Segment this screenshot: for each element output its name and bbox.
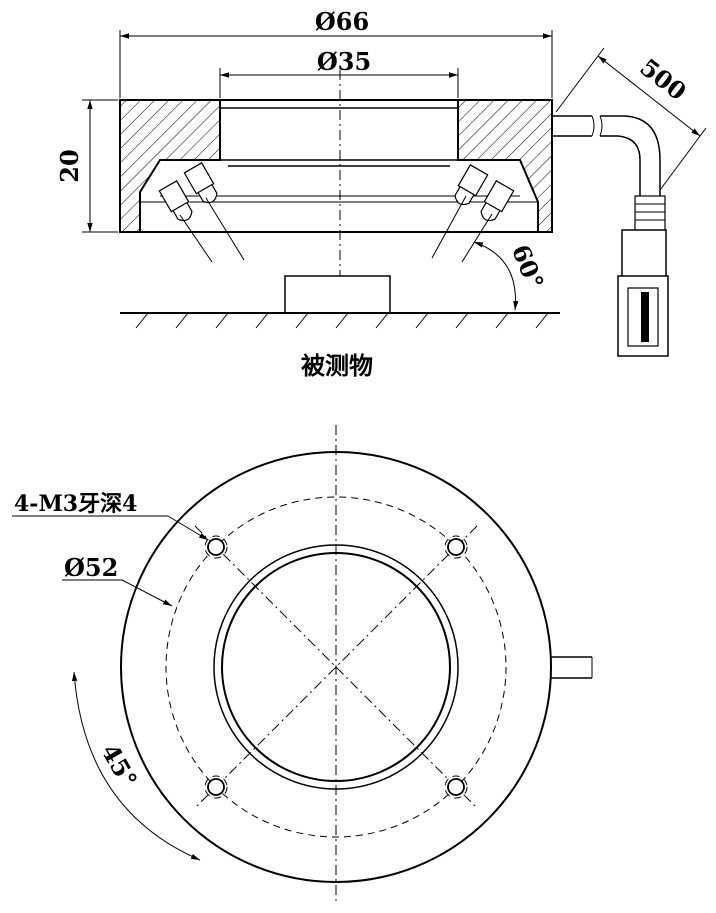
thread-spec: 4-M3牙深4 — [14, 491, 137, 517]
mount-hole-bl — [204, 775, 228, 799]
body-outline — [119, 99, 553, 233]
led-left — [158, 162, 218, 222]
outer-circle — [120, 451, 552, 883]
ground-hatch — [135, 312, 549, 329]
object-block — [284, 275, 391, 314]
angle-arc-60 — [473, 241, 519, 311]
inner-ring-inner — [221, 552, 451, 782]
dim-height: 20 — [55, 149, 84, 182]
left-section — [119, 99, 221, 233]
dim-outer-diameter: Ø66 — [315, 7, 369, 36]
mount-hole-tl — [204, 535, 228, 559]
dim-angle: 60° — [506, 240, 550, 293]
mount-hole-tr — [444, 535, 468, 559]
mount-hole-br — [444, 775, 468, 799]
led-right — [454, 164, 515, 222]
bolt-circle — [165, 496, 507, 838]
cable — [552, 115, 669, 357]
inner-ring-outer — [213, 544, 459, 790]
angle-arc-45 — [71, 671, 201, 861]
dim-hole-circle: Ø52 — [64, 553, 118, 582]
dim-line-cable — [597, 55, 701, 137]
object-label: 被测物 — [301, 352, 373, 380]
side-view: Ø66 Ø35 20 — [55, 7, 707, 380]
dim-cable-length: 500 — [635, 52, 692, 106]
top-view: 4-M3牙深4 Ø52 45° — [12, 425, 593, 905]
dim-inner-diameter: Ø35 — [317, 47, 371, 76]
